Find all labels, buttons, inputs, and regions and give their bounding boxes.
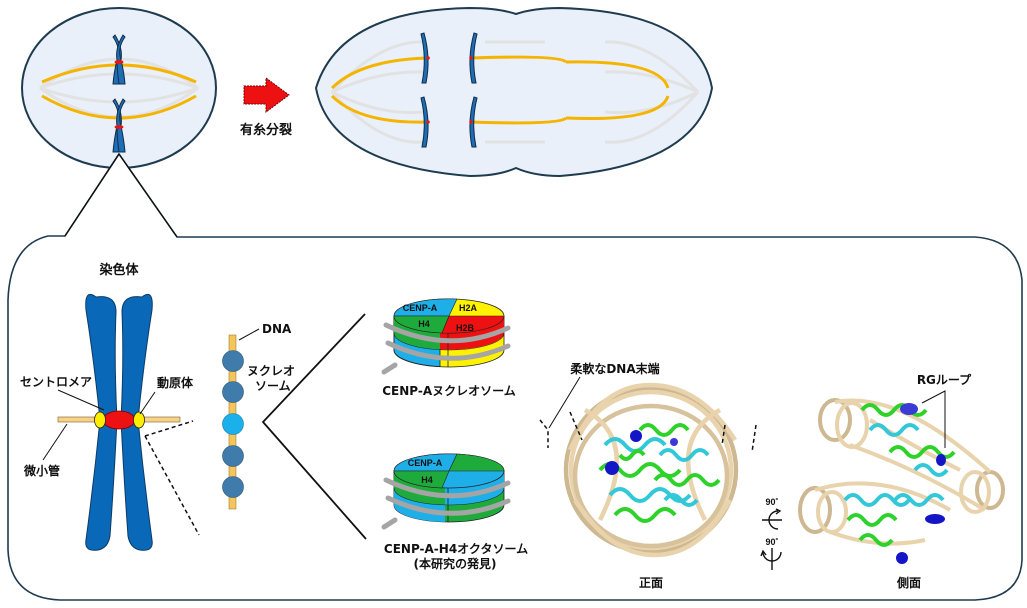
rg-loop-front	[630, 430, 642, 442]
rotation-angle-2: 90˚	[765, 537, 778, 547]
rg-loop	[925, 514, 945, 524]
nucleosome-bead	[222, 445, 244, 467]
rg-loop-label: RGループ	[917, 372, 972, 387]
callout-line-right	[118, 153, 178, 238]
segment-h2b: H2B	[456, 323, 475, 333]
nucleosome-caption: CENP-Aヌクレオソーム	[382, 384, 516, 398]
zoom-callout-panel	[7, 152, 1023, 601]
microtubule-leader	[42, 423, 68, 461]
dna-label: DNA	[262, 322, 292, 336]
histone-core-side	[843, 403, 956, 547]
dashed-zoom-line-bottom	[144, 435, 200, 536]
anaphase-cell	[314, 6, 714, 178]
cenpa-nucleosome-disk: CENP-A H2A H4 H2B	[381, 298, 511, 375]
nucleosome-bead	[222, 476, 244, 498]
nucleosome-bead	[222, 381, 244, 403]
microtubule-label: 微小管	[23, 463, 60, 478]
cenpa-nucleosome-bead	[222, 413, 244, 435]
kinetochore-label: 動原体	[157, 375, 194, 390]
flexible-dna-leader	[548, 376, 581, 429]
arrow-right-icon	[243, 77, 290, 113]
octasome-caption: CENP-A-H4オクタソーム	[384, 542, 528, 556]
rg-loop-front	[670, 438, 678, 446]
octasome-caption-note: (本研究の発見)	[414, 556, 497, 571]
flexible-dna-ends	[539, 411, 757, 453]
rg-loop	[896, 552, 908, 564]
dashed-zoom-line-top	[144, 420, 194, 437]
front-view-structure	[539, 382, 757, 558]
metaphase-chromosome-upper	[112, 34, 126, 85]
beads-on-string	[222, 334, 244, 510]
centromere-dots	[426, 56, 473, 124]
histone-core	[598, 423, 721, 523]
front-view-label: 正面	[639, 576, 663, 590]
centromere-dot	[114, 125, 124, 129]
rotate-horizontal-axis-icon	[762, 508, 782, 530]
centromere	[102, 410, 136, 430]
kinetochore-right	[133, 411, 145, 429]
rotate-vertical-axis-icon	[760, 548, 782, 570]
nucleosome-label-2: ソーム	[255, 379, 291, 393]
mitosis-label: 有糸分裂	[240, 122, 293, 138]
nucleosome-label-1: ヌクレオ	[247, 364, 295, 378]
side-view-label: 側面	[896, 575, 921, 590]
centromere-dot	[114, 60, 124, 64]
metaphase-cell	[21, 7, 217, 169]
segment-cenpa: CENP-A	[408, 458, 443, 468]
centromere-leader	[57, 389, 105, 411]
mitosis-arrow: 有糸分裂	[240, 77, 293, 138]
chromosome-title: 染色体	[98, 262, 139, 278]
callout-line-left	[64, 153, 120, 237]
rg-loop-front	[605, 461, 619, 475]
metaphase-chromosome-lower	[112, 98, 126, 153]
kinetochore-left	[94, 411, 106, 429]
dna-leader	[238, 328, 260, 341]
rotation-angle-1: 90˚	[765, 497, 778, 507]
segment-h4: H4	[418, 319, 430, 329]
separated-chromatids	[420, 32, 478, 148]
zoom-v-lines	[261, 313, 367, 540]
flexible-dna-label: 柔軟なDNA末端	[569, 361, 659, 376]
rg-loop	[900, 403, 918, 415]
side-view-structure	[798, 398, 1005, 564]
centromere-label: セントロメア	[20, 375, 92, 389]
chromosome-diagram	[57, 293, 181, 551]
segment-cenpa: CENP-A	[403, 303, 438, 313]
segment-h4: H4	[421, 475, 433, 485]
microtubule-right	[139, 416, 181, 423]
dna-superhelix	[563, 382, 739, 558]
spindle-fibers	[330, 55, 670, 125]
rotation-indicators: 90˚ 90˚	[760, 497, 782, 570]
kinetochore-leader	[139, 391, 156, 415]
nucleosome-bead	[222, 350, 244, 372]
rg-loop	[936, 454, 946, 466]
faint-spindle-fibers	[330, 40, 700, 144]
cenpa-h4-octasome-disk: CENP-A H4	[381, 453, 511, 530]
segment-h2a: H2A	[459, 303, 478, 313]
rg-loop-leader	[921, 390, 946, 448]
